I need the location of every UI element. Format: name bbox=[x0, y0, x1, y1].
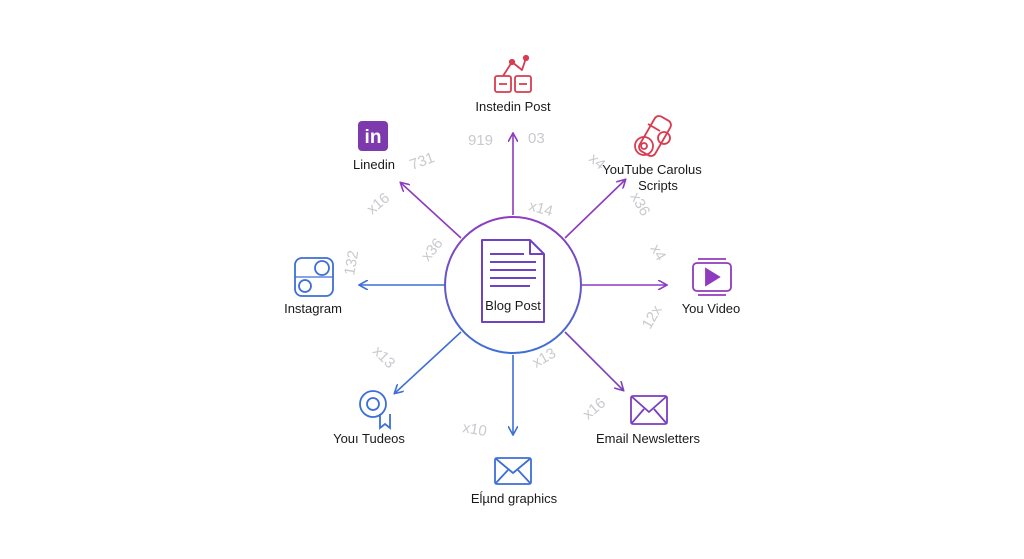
node-top-left-label: Linedin bbox=[353, 157, 395, 172]
counter-label: 919 bbox=[468, 132, 493, 149]
counter-label: x36 bbox=[418, 235, 447, 264]
node-top-label: Instedin Post bbox=[475, 99, 551, 114]
arrow-to-bottom-left bbox=[395, 331, 462, 393]
arrow-to-top-left bbox=[401, 183, 462, 239]
node-top-left[interactable]: in Linedin bbox=[353, 121, 395, 172]
award-badge-icon bbox=[359, 390, 391, 430]
network-hierarchy-icon bbox=[494, 54, 532, 93]
node-left[interactable]: Instagram bbox=[284, 257, 342, 316]
counter-label: 03 bbox=[528, 130, 545, 147]
counter-label: 12x bbox=[639, 302, 666, 332]
counter-label: x10 bbox=[461, 419, 488, 440]
envelope-icon bbox=[630, 395, 668, 425]
counter-label: x36 bbox=[627, 190, 654, 219]
counter-label: x16 bbox=[364, 189, 393, 218]
arrow-to-bottom-right bbox=[564, 331, 623, 390]
node-right[interactable]: You Video bbox=[682, 258, 741, 316]
counter-label: 731 bbox=[408, 149, 437, 174]
node-bottom-label: Eĺµnd graphics bbox=[471, 491, 558, 506]
arrow-to-top-right bbox=[564, 180, 625, 239]
counter-label: x16 bbox=[580, 394, 609, 423]
center-hub: Blog Post bbox=[444, 216, 582, 354]
svg-text:in: in bbox=[365, 127, 382, 148]
instagram-icon bbox=[294, 257, 334, 297]
node-top-right[interactable]: YouTube Carolus Scripts bbox=[602, 114, 702, 193]
counter-label: x13 bbox=[369, 343, 398, 372]
node-top[interactable]: Instedin Post bbox=[475, 54, 551, 114]
center-label: Blog Post bbox=[485, 298, 541, 313]
video-player-icon bbox=[692, 258, 732, 296]
node-bottom-left-label: Youı Tudeos bbox=[333, 431, 405, 446]
node-right-label: You Video bbox=[682, 301, 741, 316]
linkedin-icon: in bbox=[358, 121, 388, 151]
node-top-right-label-1: YouTube Carolus bbox=[602, 162, 702, 177]
node-bottom[interactable]: Eĺµnd graphics bbox=[471, 457, 558, 506]
film-reel-icon bbox=[634, 115, 672, 157]
node-bottom-left[interactable]: Youı Tudeos bbox=[333, 390, 405, 446]
envelope-icon bbox=[494, 457, 532, 485]
counter-label: x4 bbox=[647, 242, 670, 264]
node-bottom-right[interactable]: Email Newsletters bbox=[596, 395, 701, 446]
counter-label: 132 bbox=[341, 249, 362, 277]
node-top-right-label-2: Scripts bbox=[638, 178, 678, 193]
faint-counters: 919 03 731 x16 x36 x14 x36 x4 x4 12x x13… bbox=[341, 130, 669, 440]
counter-label: x14 bbox=[527, 197, 555, 220]
node-bottom-right-label: Email Newsletters bbox=[596, 431, 701, 446]
connector-arrows bbox=[360, 134, 666, 434]
node-left-label: Instagram bbox=[284, 301, 342, 316]
